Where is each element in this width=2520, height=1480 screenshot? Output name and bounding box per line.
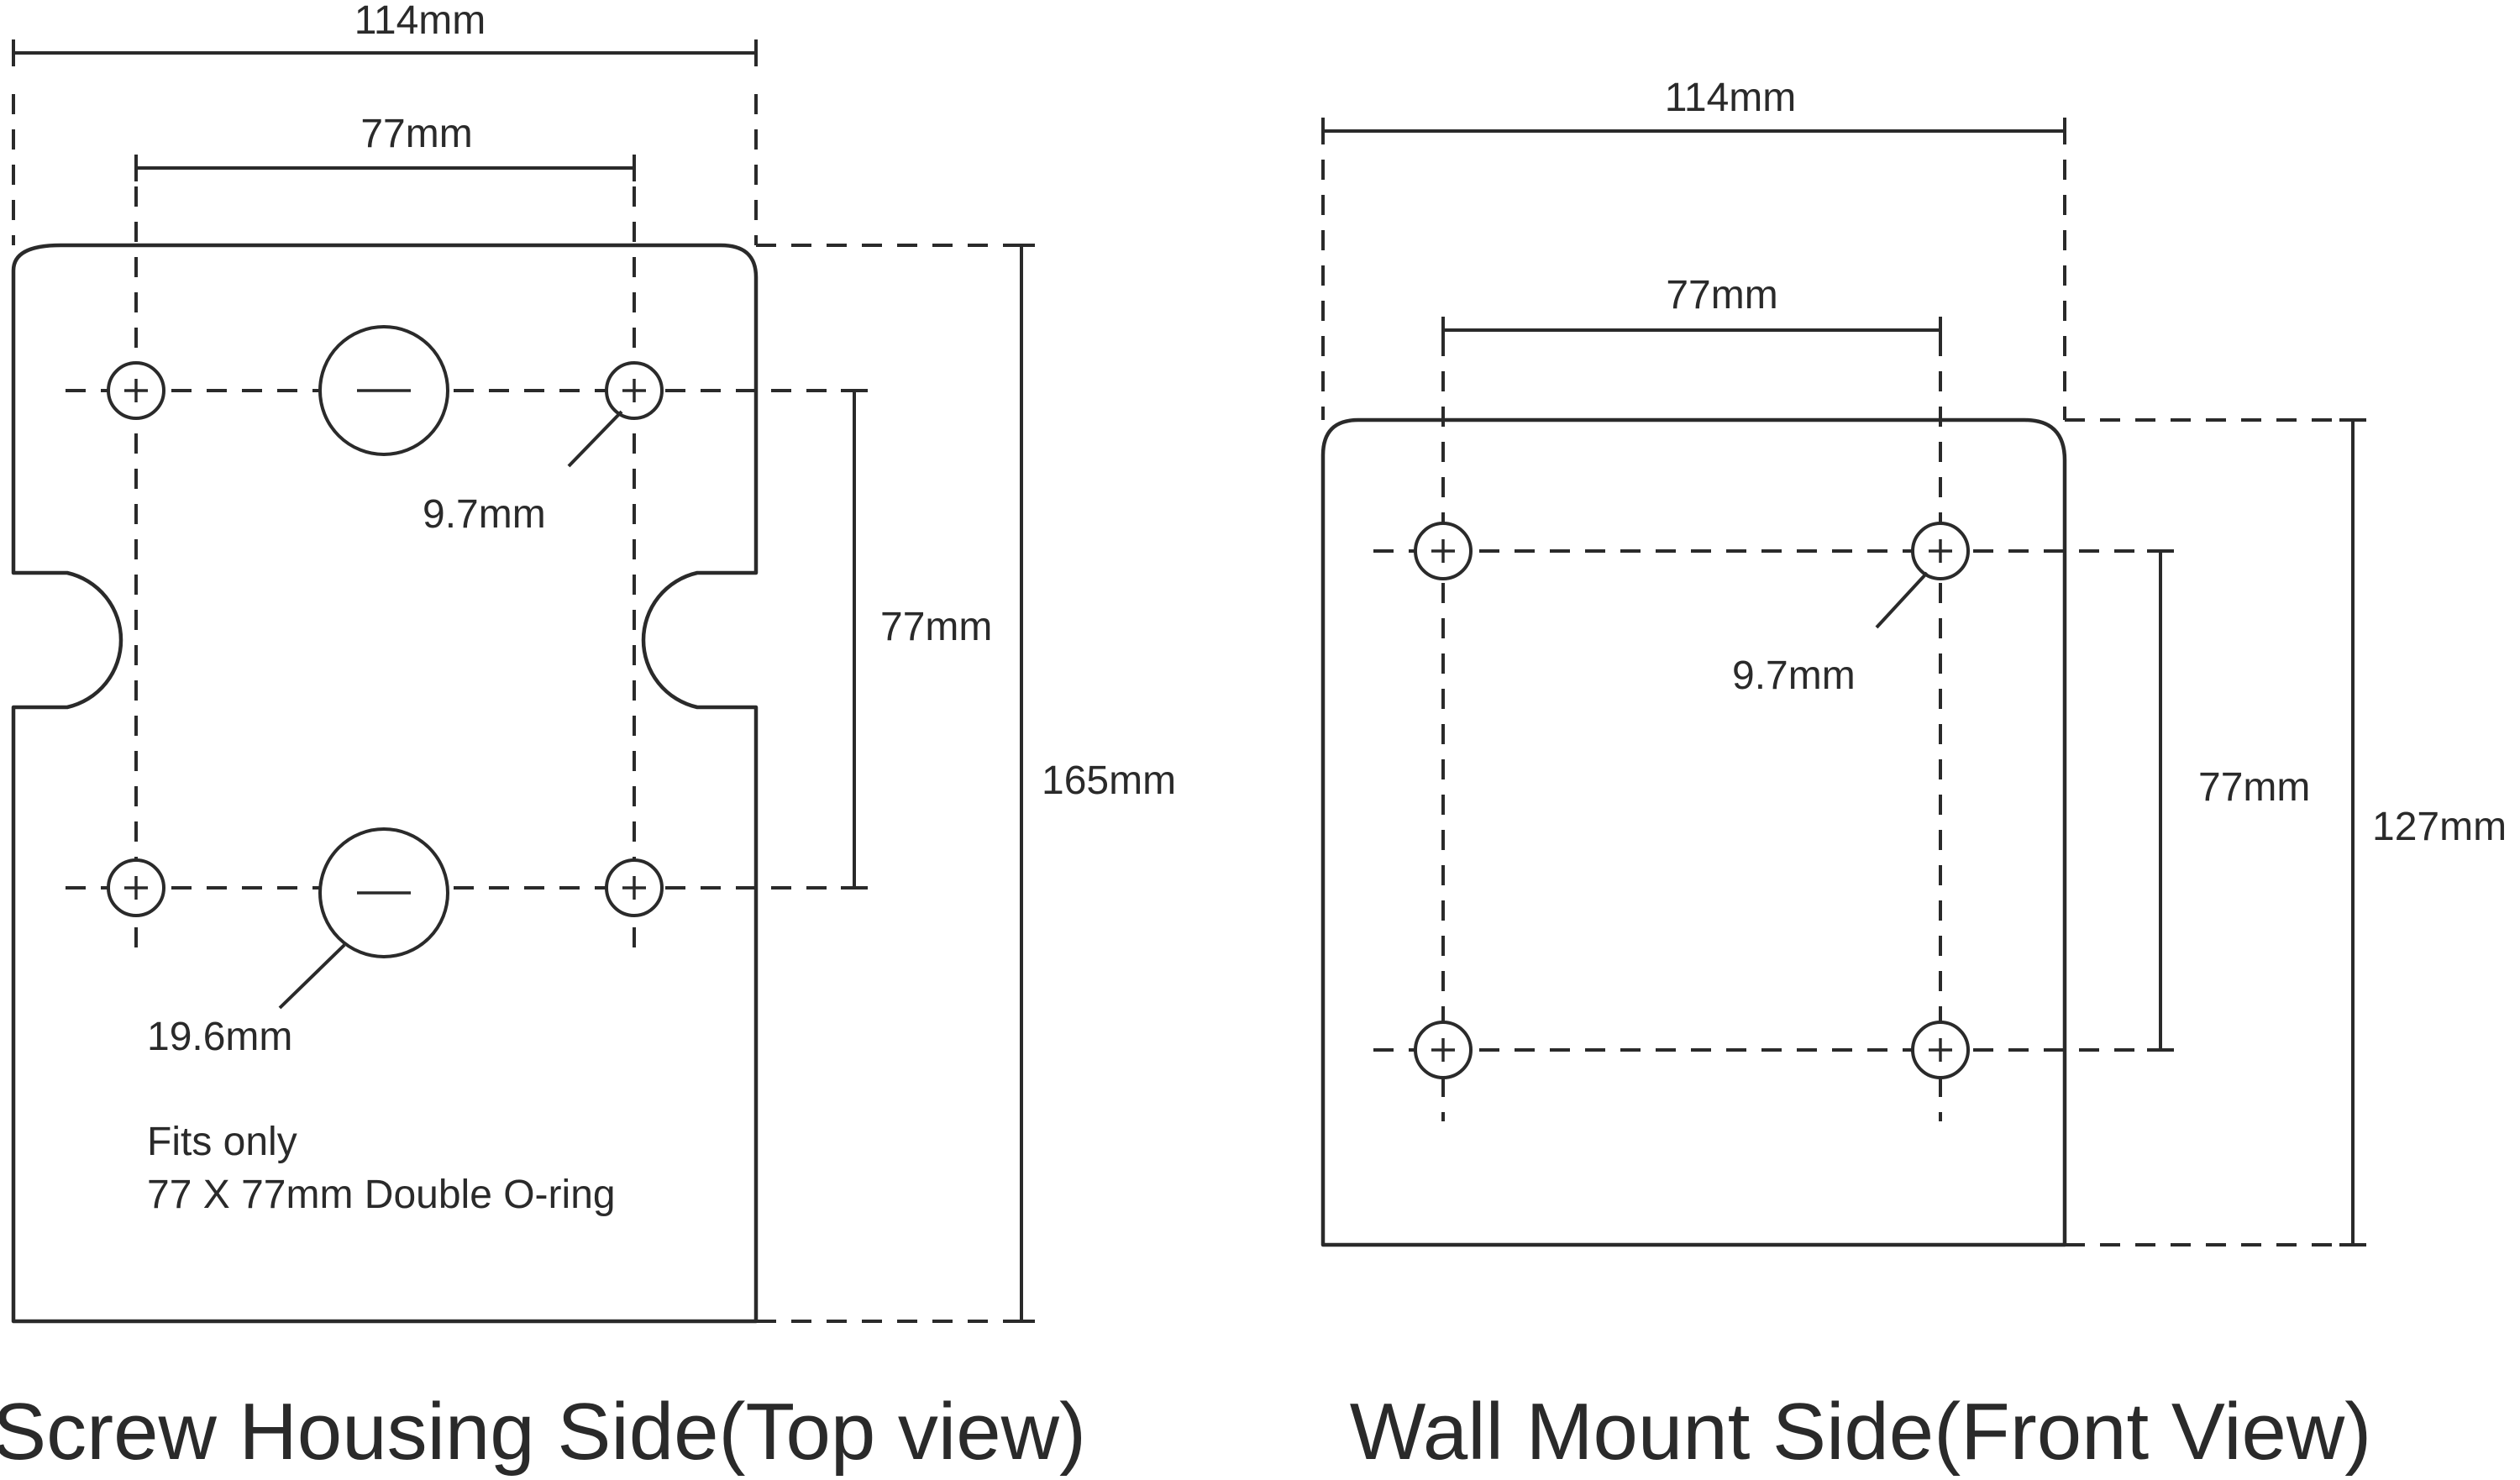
left-dim-height-holes <box>841 389 868 890</box>
right-dim-height-holes-label: 77mm <box>2198 765 2310 810</box>
left-screw-hole-bottom-left <box>107 858 165 917</box>
left-note-line1: Fits only <box>147 1120 297 1164</box>
left-dim-height-holes-label: 77mm <box>880 605 992 649</box>
left-dim-width-total-label: 114mm <box>354 0 486 43</box>
right-dim-height-total-label: 127mm <box>2372 805 2507 849</box>
screw-housing-side-view: 114mm 77mm 77mm 165mm <box>0 0 1176 1477</box>
left-screw-hole-label: 9.7mm <box>423 492 546 537</box>
right-dim-height-total <box>2339 418 2366 1246</box>
right-screw-hole-label: 9.7mm <box>1732 653 1856 698</box>
left-large-leader <box>278 943 346 1010</box>
right-plate-outline <box>1320 417 2067 1247</box>
left-dim-width-holes-label: 77mm <box>360 112 472 156</box>
left-dim-width-total <box>12 39 758 66</box>
right-screw-hole-bottom-left <box>1414 1021 1473 1079</box>
left-screw-leader <box>567 410 623 468</box>
right-view-caption: Wall Mount Side(Front View) <box>1350 1387 2371 1477</box>
right-screw-hole-top-left <box>1414 522 1473 580</box>
left-large-hole-label: 19.6mm <box>147 1015 292 1059</box>
left-note-line2: 77 X 77mm Double O-ring <box>147 1173 616 1217</box>
left-plate-outline <box>11 243 759 1324</box>
left-screw-hole-top-left <box>107 361 165 420</box>
left-view-caption: Screw Housing Side(Top view) <box>0 1387 1086 1477</box>
left-screw-hole-bottom-right <box>605 858 664 917</box>
left-screw-hole-top-right <box>605 361 664 420</box>
wall-mount-side-view: 114mm 77mm 77mm 127mm <box>1320 76 2507 1477</box>
right-screw-leader <box>1875 571 1929 629</box>
left-dim-height-total <box>1008 244 1035 1323</box>
left-dim-height-total-label: 165mm <box>1042 758 1176 803</box>
right-dim-width-holes <box>1441 317 1942 344</box>
right-dim-height-holes <box>2147 549 2174 1052</box>
right-screw-hole-top-right <box>1911 522 1970 580</box>
right-dim-width-total-label: 114mm <box>1665 76 1797 120</box>
right-screw-hole-bottom-right <box>1911 1021 1970 1079</box>
right-dim-width-total <box>1321 118 2066 144</box>
right-dim-width-holes-label: 77mm <box>1666 273 1777 318</box>
left-dim-width-holes <box>134 155 636 181</box>
